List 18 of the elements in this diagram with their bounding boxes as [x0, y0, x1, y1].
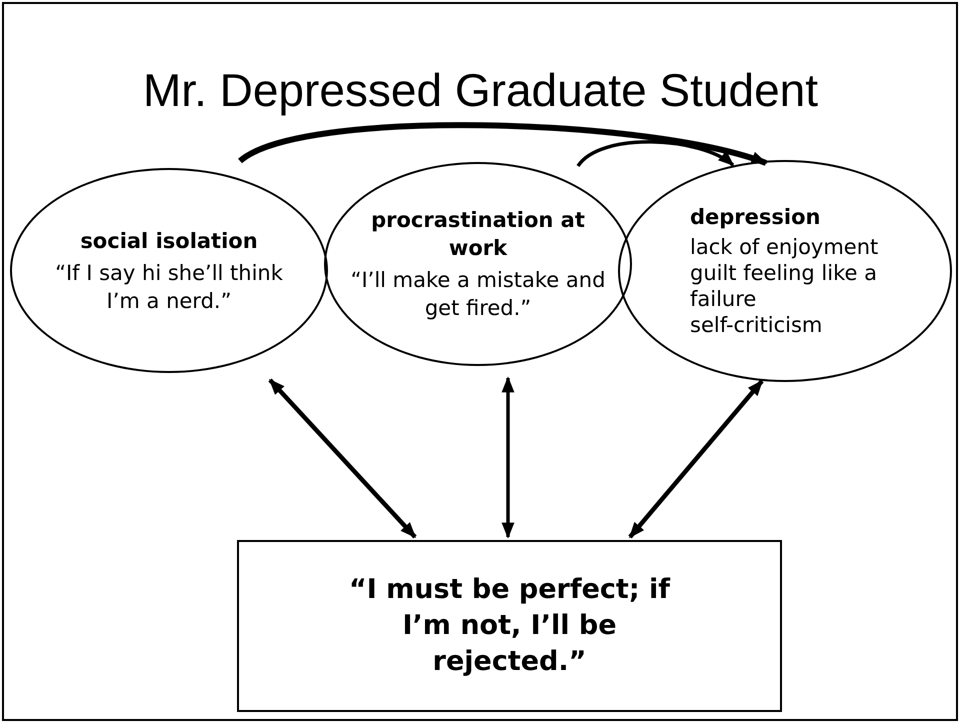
double-arrow [502, 376, 514, 539]
double-arrow [268, 378, 417, 539]
node-text: lack of enjoyment [690, 234, 878, 260]
curved-arrow [576, 140, 734, 168]
statement-box [237, 540, 782, 712]
ellipse-node [618, 160, 952, 382]
belief-text: “I must be perfect; if I’m not, I’ll be rejected.” [348, 573, 672, 679]
ellipse-node [324, 162, 632, 366]
node-text: “If I say hi she’ll think I’m a nerd.” [54, 260, 284, 314]
curved-arrow [238, 122, 768, 166]
ellipse-node [10, 168, 328, 373]
double-arrow [628, 380, 764, 538]
node-text: “I’ll make a mistake and get fired.” [350, 267, 606, 322]
node-heading: procrastination at work [370, 207, 586, 262]
node-text: self-criticism [690, 312, 822, 338]
title: Mr. Depressed Graduate Student [142, 63, 818, 118]
node-heading: social isolation [80, 228, 258, 254]
node-heading: depression [690, 204, 820, 230]
